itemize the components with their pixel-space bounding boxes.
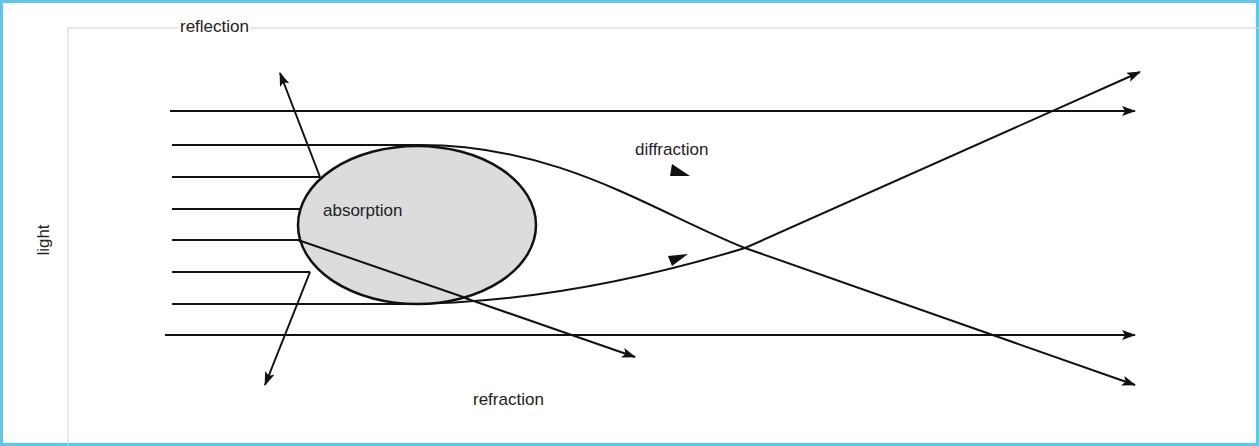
particle-outline: [297, 145, 537, 305]
process-label: absorption: [323, 201, 402, 221]
particle-circle: absorption: [297, 145, 537, 305]
text-label: reflection: [178, 17, 251, 37]
text-label: diffraction: [633, 140, 710, 160]
text-label: refraction: [471, 390, 546, 410]
text-label: light: [34, 222, 54, 257]
